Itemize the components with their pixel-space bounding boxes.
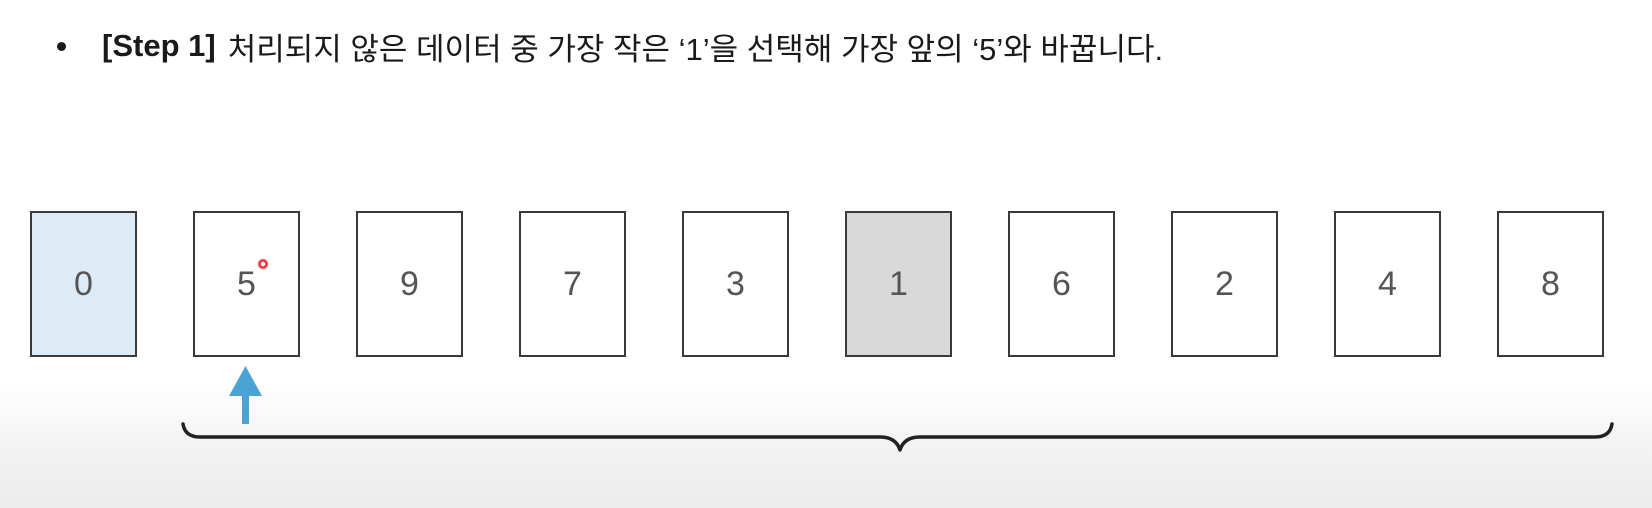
card-3: 7 bbox=[519, 211, 626, 357]
card-5: 1 bbox=[845, 211, 952, 357]
step-label: [Step 1] bbox=[102, 28, 216, 63]
up-arrow-icon bbox=[229, 366, 262, 424]
card-value: 3 bbox=[726, 264, 745, 303]
card-value: 2 bbox=[1215, 264, 1234, 303]
card-7: 2 bbox=[1171, 211, 1278, 357]
card-2: 9 bbox=[356, 211, 463, 357]
card-value: 5 bbox=[237, 264, 256, 303]
card-value: 8 bbox=[1541, 264, 1560, 303]
card-9: 8 bbox=[1497, 211, 1604, 357]
card-value: 9 bbox=[400, 264, 419, 303]
card-value: 1 bbox=[889, 264, 908, 303]
card-4: 3 bbox=[682, 211, 789, 357]
cursor-dot-icon bbox=[257, 258, 269, 270]
card-6: 6 bbox=[1008, 211, 1115, 357]
step-description: [Step 1] 처리되지 않은 데이터 중 가장 작은 ‘1’을 선택해 가장… bbox=[57, 22, 1163, 70]
card-value: 0 bbox=[74, 264, 93, 303]
card-0: 0 bbox=[30, 211, 137, 357]
unsorted-range-brace bbox=[181, 422, 1614, 452]
card-1: 5 bbox=[193, 211, 300, 357]
card-value: 4 bbox=[1378, 264, 1397, 303]
card-value: 7 bbox=[563, 264, 582, 303]
step-text: 처리되지 않은 데이터 중 가장 작은 ‘1’을 선택해 가장 앞의 ‘5’와 … bbox=[227, 31, 1164, 67]
bullet-icon bbox=[57, 41, 66, 51]
card-8: 4 bbox=[1334, 211, 1441, 357]
card-value: 6 bbox=[1052, 264, 1071, 303]
